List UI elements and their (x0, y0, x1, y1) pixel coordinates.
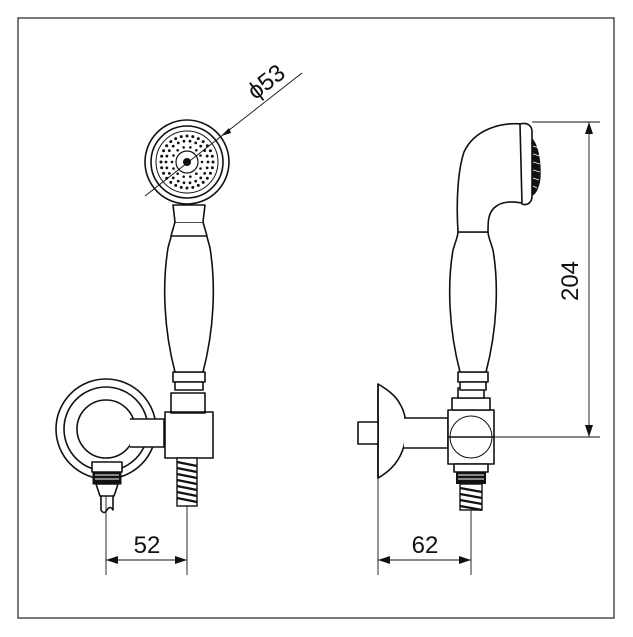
nozzle-dot (203, 171, 207, 175)
nozzle-dot (160, 166, 164, 170)
nozzle-dot (201, 180, 205, 184)
nozzle-dot (167, 171, 171, 175)
nozzle-dot (185, 134, 189, 138)
nozzle-dot (205, 176, 209, 180)
nozzle-dot (159, 160, 163, 164)
nozzle-dot (176, 172, 179, 176)
nozzle-dot (194, 179, 198, 183)
front-shower-holder (164, 392, 214, 575)
front-wall-bracket (55, 378, 165, 575)
nozzle-dot (167, 149, 171, 153)
diameter-label: ϕ53 (242, 59, 290, 105)
nozzle-dot (176, 148, 179, 152)
nozzle-dot (200, 160, 204, 164)
nozzle-dot (182, 181, 186, 185)
nozzle-dot (206, 160, 210, 164)
side-view: 204 62 (357, 121, 600, 575)
side-width-label: 62 (412, 532, 439, 559)
nozzle-dot (182, 175, 185, 178)
nozzle-dot (208, 171, 212, 175)
nozzle-dot (182, 139, 186, 143)
nozzle-dot (164, 160, 168, 164)
nozzle-dot (162, 149, 166, 153)
nozzle-dot (199, 154, 202, 157)
nozzle-dot (199, 167, 202, 170)
nozzle-dot (189, 175, 192, 178)
front-width-label: 52 (134, 532, 161, 559)
nozzle-dot (165, 166, 169, 170)
nozzle-dot (174, 137, 178, 141)
nozzle-dot (195, 172, 198, 176)
nozzle-dot (176, 179, 180, 183)
nozzle-dot (199, 176, 203, 180)
front-shower-handle (163, 204, 215, 391)
nozzle-dot (208, 149, 212, 153)
nozzle-dot (170, 160, 174, 164)
nozzle-dot (195, 148, 198, 152)
front-view: ϕ53 52 (55, 59, 303, 575)
nozzle-dot (172, 167, 175, 170)
nozzle-dot (194, 141, 198, 145)
nozzle-dot (205, 154, 209, 158)
drawing-frame (17, 17, 615, 619)
nozzle-dot (176, 141, 180, 145)
nozzle-dot (188, 181, 192, 185)
nozzle-dot (191, 135, 195, 139)
height-label: 204 (557, 261, 584, 301)
nozzle-dot (165, 144, 169, 148)
side-shower-handle (448, 122, 541, 391)
nozzle-dot (165, 154, 169, 158)
nozzle-dot (211, 160, 215, 164)
nozzle-dot (160, 154, 164, 158)
front-width-dimension: 52 (106, 532, 187, 564)
nozzle-dot (196, 137, 200, 141)
nozzle-dot (210, 154, 214, 158)
side-shower-holder (447, 387, 495, 575)
nozzle-dot (210, 166, 214, 170)
nozzle-dot (169, 180, 173, 184)
nozzle-dot (199, 144, 203, 148)
nozzle-dot (189, 146, 192, 149)
nozzle-dot (171, 176, 175, 180)
nozzle-dot (196, 183, 200, 187)
front-shower-head (144, 119, 230, 205)
nozzle-dot (172, 154, 175, 157)
nozzle-dot (201, 140, 205, 144)
side-wall-flange (357, 383, 449, 479)
side-width-dimension: 62 (377, 478, 471, 575)
nozzle-dot (205, 166, 209, 170)
nozzle-dot (162, 171, 166, 175)
nozzle-dot (179, 185, 183, 189)
nozzle-dot (191, 185, 195, 189)
nozzle-dot (171, 144, 175, 148)
nozzle-dot (179, 135, 183, 139)
nozzle-dot (188, 139, 192, 143)
nozzle-dot (169, 140, 173, 144)
nozzle-dot (182, 146, 185, 149)
height-dimension: 204 (494, 121, 600, 438)
nozzle-dot (185, 186, 189, 190)
nozzle-dot (174, 183, 178, 187)
